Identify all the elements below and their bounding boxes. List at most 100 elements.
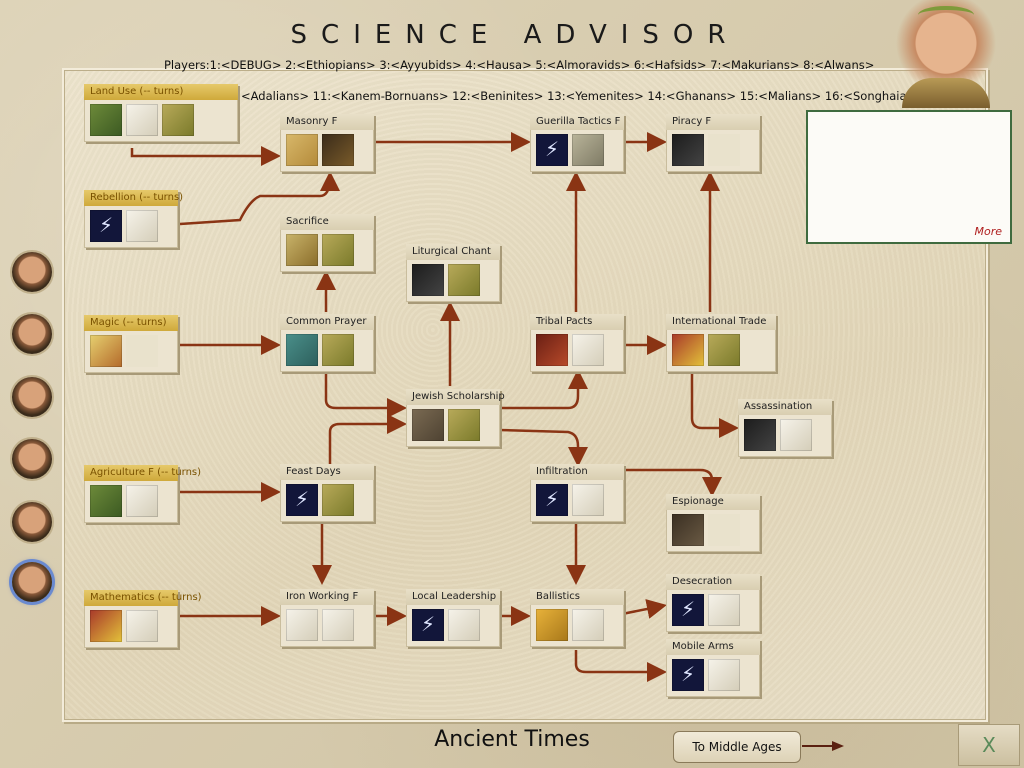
tech-label: Land Use (-- turns) <box>84 84 238 100</box>
arrow-jewish-infiltration <box>499 428 588 467</box>
tech-label: Common Prayer <box>280 314 374 330</box>
abacus-icon <box>90 610 122 642</box>
market-icon <box>322 484 354 516</box>
scales-icon <box>448 409 480 441</box>
worker-icon <box>126 104 158 136</box>
tech-node-espionage[interactable]: Espionage <box>666 494 760 552</box>
tech-label: Ballistics <box>530 589 624 605</box>
mask-icon <box>536 334 568 366</box>
tech-node-land-use[interactable]: Land Use (-- turns) <box>84 84 238 142</box>
gold-coin-icon <box>322 134 354 166</box>
tech-node-liturgical-chant[interactable]: Liturgical Chant <box>406 244 500 302</box>
era-label: Ancient Times <box>434 727 590 752</box>
tech-node-assassination[interactable]: Assassination <box>738 399 832 457</box>
page-title: SCIENCE ADVISOR <box>290 20 740 50</box>
tech-node-desecration[interactable]: Desecration <box>666 574 760 632</box>
tech-node-masonry[interactable]: Masonry F <box>280 114 374 172</box>
arrow-intltrade-assassination <box>690 374 739 438</box>
swordsman-icon <box>322 609 354 641</box>
dagger-icon <box>744 419 776 451</box>
prayer-icon <box>286 334 318 366</box>
scroll-icon <box>412 409 444 441</box>
tech-label: Feast Days <box>280 464 374 480</box>
tech-node-piracy[interactable]: Piracy F <box>666 114 760 172</box>
players-list-line-2: <Adalians> 11:<Kanem-Bornuans> 12:<Benin… <box>241 89 930 103</box>
tech-node-magic[interactable]: Magic (-- turns) <box>84 315 178 373</box>
tech-node-local-leadership[interactable]: Local Leadership <box>406 589 500 647</box>
ox-plow-icon <box>162 104 194 136</box>
tech-label: Rebellion (-- turns) <box>84 190 183 206</box>
tech-node-mathematics[interactable]: Mathematics (-- turns) <box>84 590 202 648</box>
farm-icon <box>90 104 122 136</box>
bolt-icon <box>90 210 122 242</box>
empty-slot <box>708 134 740 166</box>
field-icon <box>90 485 122 517</box>
leader-portrait-2[interactable] <box>12 314 52 354</box>
arrow-infiltration-espionage <box>624 468 722 497</box>
magic-lamp-icon <box>90 335 122 367</box>
statue-icon <box>672 514 704 546</box>
church-icon <box>448 264 480 296</box>
tech-label: International Trade <box>666 314 776 330</box>
arrow-right-icon[interactable] <box>800 738 846 754</box>
close-icon: X <box>982 733 996 757</box>
temple-icon <box>322 334 354 366</box>
more-link[interactable]: More <box>974 225 1002 238</box>
tech-label: Iron Working F <box>280 589 374 605</box>
arrow-jewish-tribal <box>500 369 588 410</box>
tech-node-mobile-arms[interactable]: Mobile Arms <box>666 639 760 697</box>
tech-label: Assassination <box>738 399 832 415</box>
cannon-icon <box>572 609 604 641</box>
tech-node-ballistics[interactable]: Ballistics <box>530 589 624 647</box>
tech-node-infiltration[interactable]: Infiltration <box>530 464 624 522</box>
tech-label: Local Leadership <box>406 589 500 605</box>
spearman-icon <box>448 609 480 641</box>
cavalry-icon <box>708 659 740 691</box>
rebel-unit-icon <box>126 210 158 242</box>
tech-label: Sacrifice <box>280 214 374 230</box>
sword-icon <box>286 609 318 641</box>
tech-node-jewish-scholarship[interactable]: Jewish Scholarship <box>406 389 505 447</box>
tech-info-panel: More <box>806 110 1012 244</box>
farmer-unit-icon <box>126 485 158 517</box>
catapult-icon <box>126 610 158 642</box>
leader-portrait-6-selected[interactable] <box>12 562 52 602</box>
leader-portrait-4[interactable] <box>12 439 52 479</box>
empty-slot <box>708 514 740 546</box>
tech-node-international-trade[interactable]: International Trade <box>666 314 776 372</box>
arrow-ballistics-mobilearms <box>574 650 667 682</box>
tech-node-rebellion[interactable]: Rebellion (-- turns) <box>84 190 183 248</box>
close-button[interactable]: X <box>958 724 1020 766</box>
goods-icon <box>672 334 704 366</box>
assassin-icon <box>780 419 812 451</box>
arrow-feast-jewish <box>328 414 407 464</box>
tech-node-common-prayer[interactable]: Common Prayer <box>280 314 374 372</box>
tech-node-guerilla-tactics[interactable]: Guerilla Tactics F <box>530 114 624 172</box>
tech-label: Masonry F <box>280 114 374 130</box>
players-list-line-1: Players:1:<DEBUG> 2:<Ethiopians> 3:<Ayyu… <box>164 58 875 72</box>
bolt-icon <box>536 134 568 166</box>
leader-portrait-3[interactable] <box>12 377 52 417</box>
tech-node-feast-days[interactable]: Feast Days <box>280 464 374 522</box>
tech-node-tribal-pacts[interactable]: Tribal Pacts <box>530 314 624 372</box>
tech-label: Mathematics (-- turns) <box>84 590 202 606</box>
tech-label: Jewish Scholarship <box>406 389 505 405</box>
to-middle-ages-button[interactable]: To Middle Ages <box>673 731 801 763</box>
trader-icon <box>708 334 740 366</box>
stone-icon <box>572 134 604 166</box>
tech-node-agriculture[interactable]: Agriculture F (-- turns) <box>84 465 201 523</box>
tech-label: Tribal Pacts <box>530 314 624 330</box>
tech-label: Agriculture F (-- turns) <box>84 465 201 481</box>
pirate-flag-icon <box>672 134 704 166</box>
tech-label: Magic (-- turns) <box>84 315 178 331</box>
leader-portrait-5[interactable] <box>12 502 52 542</box>
tech-node-iron-working[interactable]: Iron Working F <box>280 589 374 647</box>
tech-label: Piracy F <box>666 114 760 130</box>
advisor-portrait <box>896 0 996 108</box>
leader-portrait-1[interactable] <box>12 252 52 292</box>
altar-icon <box>322 234 354 266</box>
tech-node-sacrifice[interactable]: Sacrifice <box>280 214 374 272</box>
spy-unit-icon <box>572 484 604 516</box>
bolt-icon <box>672 659 704 691</box>
archer-icon <box>572 334 604 366</box>
